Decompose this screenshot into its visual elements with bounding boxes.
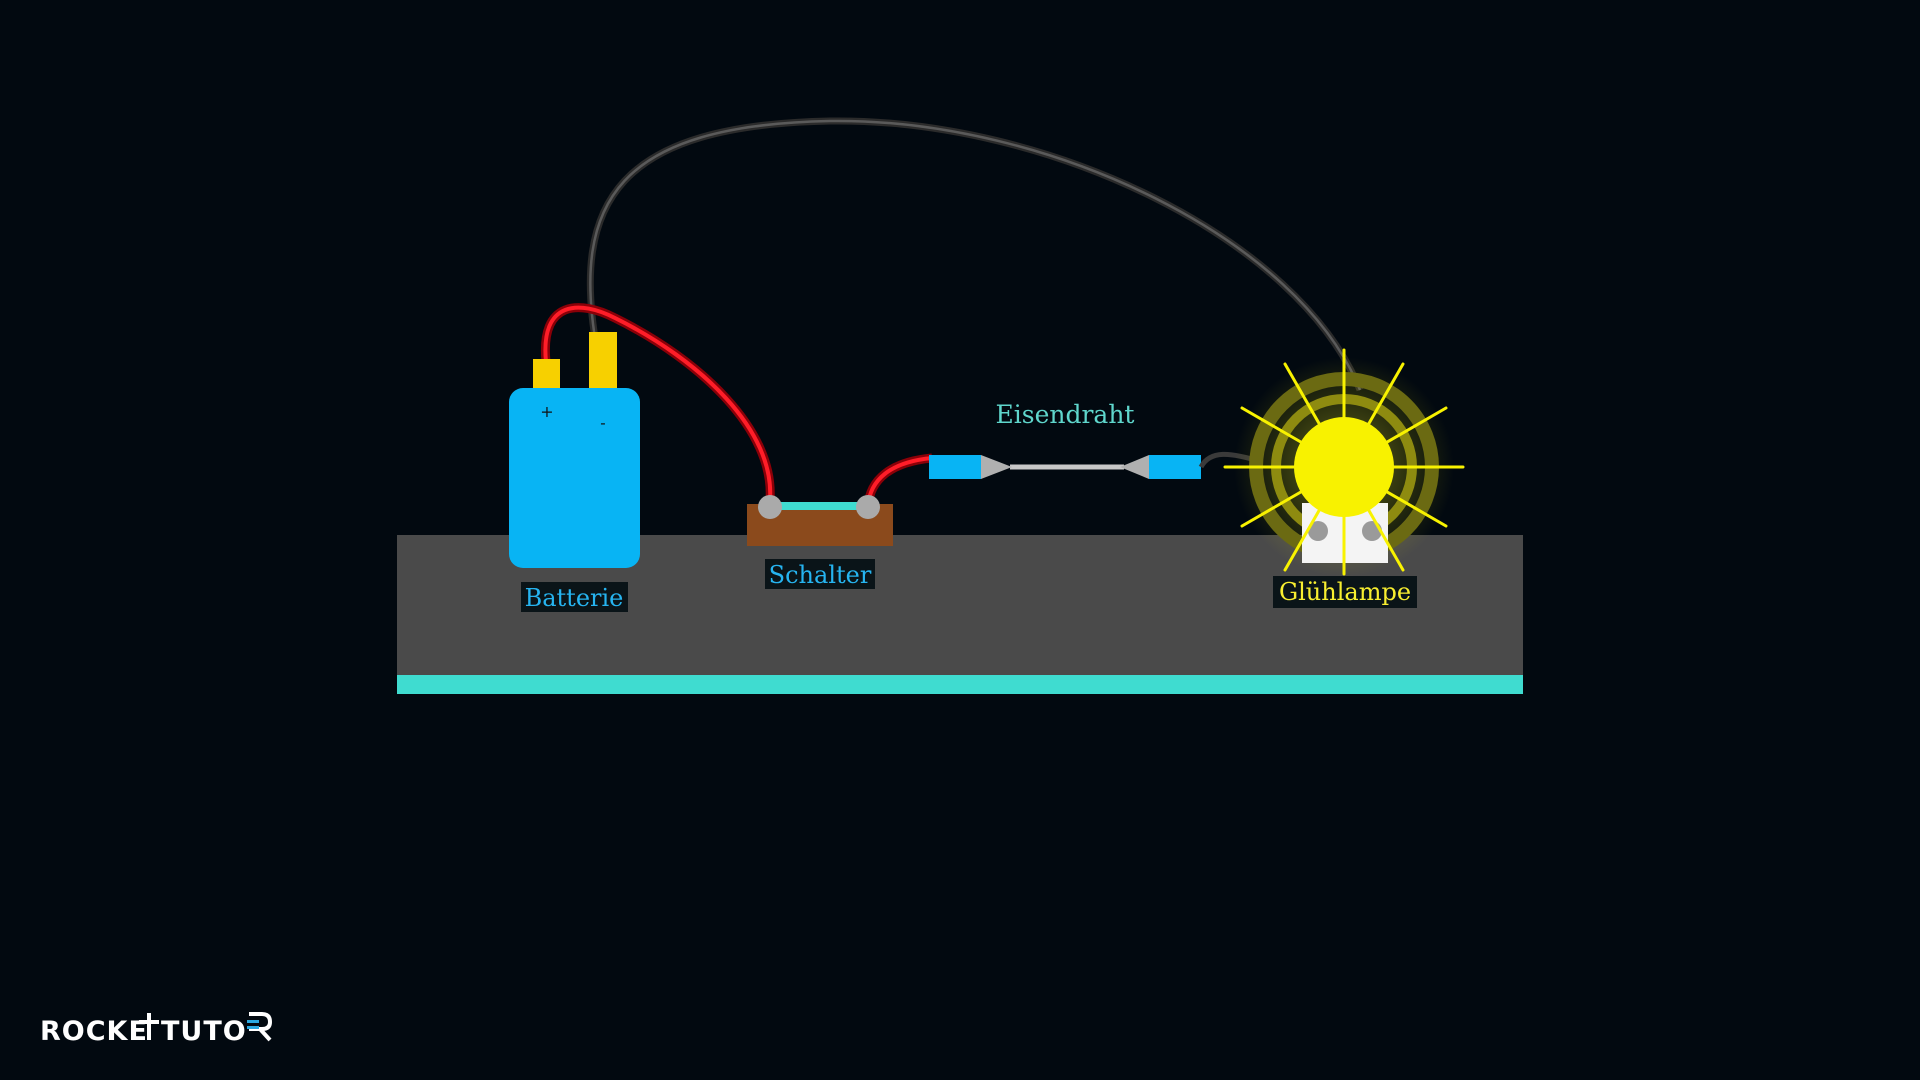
label-switch: Schalter	[769, 561, 872, 589]
logo-cross-icon	[139, 1013, 159, 1040]
clip-right-tip	[1120, 455, 1149, 479]
switch-contact-left	[758, 495, 782, 519]
battery-plus-sign: +	[540, 402, 553, 421]
label-wire: Eisendraht	[996, 400, 1135, 429]
battery-body	[509, 388, 640, 568]
label-lamp: Glühlampe	[1279, 578, 1411, 606]
clip-right	[1149, 455, 1201, 479]
logo: ROCKE TUTO	[40, 1012, 273, 1047]
label-battery: Batterie	[525, 584, 624, 612]
clip-left-tip	[981, 455, 1012, 479]
lamp-socket-screw-left	[1308, 521, 1328, 541]
battery-minus-sign: -	[600, 413, 605, 432]
iron-wire-assembly	[929, 451, 1263, 479]
lamp-rays	[1223, 348, 1465, 576]
clip-left	[929, 455, 981, 479]
label-lamp-group: Glühlampe	[1273, 576, 1417, 608]
black-cable-long	[586, 117, 1364, 392]
lamp	[1223, 348, 1465, 577]
switch	[747, 495, 893, 546]
label-battery-group: Batterie	[521, 582, 628, 612]
logo-part1: ROCKE	[40, 1016, 148, 1047]
switch-contact-right	[856, 495, 880, 519]
battery-terminal-minus	[589, 332, 617, 394]
logo-r-icon	[247, 1012, 273, 1042]
label-switch-group: Schalter	[765, 559, 875, 589]
battery: + -	[509, 332, 640, 568]
table-edge	[397, 675, 1523, 694]
logo-part2: TUTO	[161, 1016, 247, 1047]
